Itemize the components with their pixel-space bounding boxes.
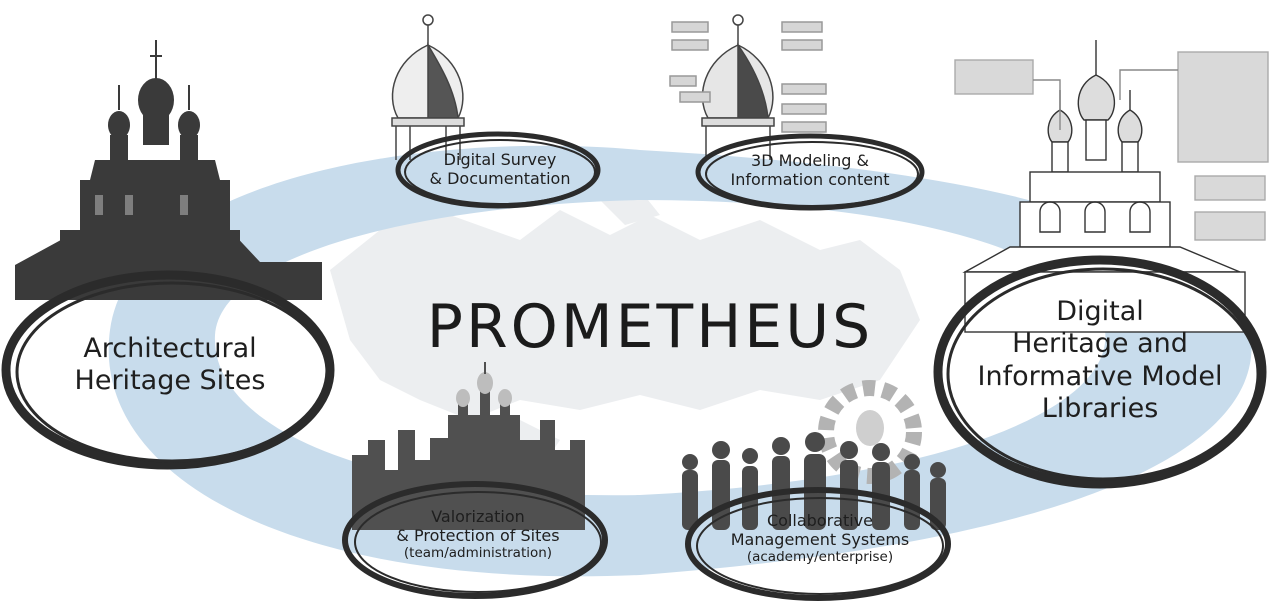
ellipse-digital-survey: [395, 131, 601, 209]
node-label: Digital Survey: [443, 150, 557, 169]
node-label: & Protection of Sites: [396, 525, 560, 545]
ellipse-collaborative: [685, 487, 951, 601]
diagram-title: PROMETHEUS: [426, 292, 874, 362]
node-label: Libraries: [1041, 393, 1159, 425]
node-label: Information content: [730, 169, 890, 189]
node-label: Heritage Sites: [74, 364, 266, 396]
node-modeling: 3D Modeling & Information content: [705, 151, 915, 190]
onion-dome-sketch-icon: [391, 14, 465, 160]
node-label: 3D Modeling &: [751, 151, 869, 170]
ellipse-architectural: [1, 270, 335, 470]
ellipse-valorization: [342, 481, 608, 599]
node-label: Management Systems: [730, 529, 910, 549]
node-sublabel: (academy/enterprise): [746, 548, 894, 565]
church-drawing-icon: [954, 40, 1269, 333]
node-label: Informative Model: [977, 360, 1223, 392]
node-digital-survey: Digital Survey & Documentation: [400, 150, 600, 189]
cycle-ring: [108, 145, 1252, 577]
node-digital-heritage: Digital Heritage and Informative Model L…: [950, 296, 1250, 426]
node-architectural-heritage: Architectural Heritage Sites: [30, 333, 310, 397]
node-label: & Documentation: [429, 168, 571, 188]
node-label: Valorization: [431, 507, 525, 526]
ellipse-digital-heritage: [933, 255, 1267, 489]
node-collaborative: Collaborative Management Systems (academ…: [700, 511, 940, 566]
node-label: Architectural: [83, 333, 257, 364]
node-sublabel: (team/administration): [403, 544, 553, 561]
node-label: Collaborative: [766, 511, 873, 530]
onion-dome-model-icon: [669, 14, 827, 160]
ellipse-modeling: [695, 133, 925, 211]
node-label: Heritage and: [1012, 328, 1188, 360]
node-label: Digital: [1056, 296, 1144, 327]
node-valorization: Valorization & Protection of Sites (team…: [358, 507, 598, 562]
